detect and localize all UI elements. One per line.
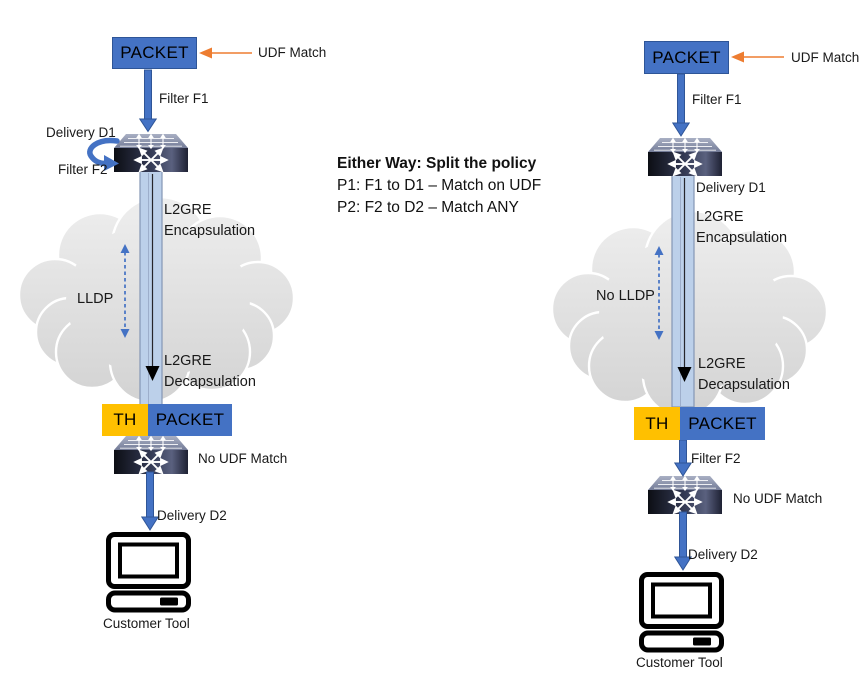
- decapsulation-label: L2GRE Decapsulation: [698, 356, 790, 393]
- filter-f1-arrow-right: [671, 73, 691, 137]
- network-switch-icon: [114, 436, 188, 475]
- packet-box: PACKET: [644, 41, 729, 74]
- th-header-box: TH: [634, 407, 680, 440]
- policy-note: Either Way: Split the policy P1: F1 to D…: [337, 153, 541, 219]
- udf-match-arrow-right: [731, 51, 784, 63]
- no-lldp-label: No LLDP: [596, 288, 655, 304]
- loopback-arrow-left: [87, 137, 120, 171]
- lldp-label: LLDP: [77, 291, 114, 307]
- customer-tool-label: Customer Tool: [103, 616, 190, 631]
- no-udf-match-label: No UDF Match: [198, 451, 288, 466]
- network-switch-icon: [648, 138, 722, 177]
- policy-note-line-p1: P1: F1 to D1 – Match on UDF: [337, 177, 542, 194]
- tunnel-pipe-right: [671, 174, 695, 408]
- delivery-d1-label: Delivery D1: [696, 180, 766, 195]
- delivery-d2-label: Delivery D2: [157, 508, 227, 523]
- udf-match-arrow-left: [199, 47, 252, 59]
- computer-icon: [109, 535, 189, 611]
- filter-f2-label: Filter F2: [58, 162, 108, 177]
- delivery-d2-arrow-left: [140, 471, 160, 531]
- lldp-dashed-arrow-left: [120, 244, 130, 338]
- policy-note-line-p2: P2: F2 to D2 – Match ANY: [337, 199, 519, 216]
- no-udf-match-label: No UDF Match: [733, 491, 823, 506]
- filter-f1-arrow-left: [138, 69, 158, 133]
- th-header-box: TH: [102, 404, 148, 436]
- udf-match-label: UDF Match: [258, 45, 327, 60]
- computer-icon: [642, 575, 722, 651]
- filter-f1-label: Filter F1: [692, 92, 742, 107]
- encapsulation-label: L2GRE Encapsulation: [164, 202, 256, 239]
- decapsulation-label: L2GRE Decapsulation: [164, 353, 256, 390]
- network-switch-icon: [114, 134, 188, 173]
- udf-match-label: UDF Match: [791, 50, 860, 65]
- filter-f2-arrow-right: [673, 439, 693, 477]
- delivery-d2-label: Delivery D2: [688, 547, 758, 562]
- filter-f1-label: Filter F1: [159, 91, 209, 106]
- customer-tool-label: Customer Tool: [636, 655, 723, 670]
- packet-box: PACKET: [112, 37, 197, 69]
- packet-box: PACKET: [680, 407, 765, 440]
- delivery-d1-label: Delivery D1: [46, 125, 116, 140]
- lldp-dashed-arrow-right: [654, 246, 664, 340]
- tunnel-pipe-left: [139, 170, 163, 406]
- encapsulation-label: L2GRE Encapsulation: [696, 209, 788, 246]
- policy-note-title: Either Way: Split the policy: [337, 155, 537, 172]
- packet-box: PACKET: [148, 404, 232, 436]
- network-switch-icon: [648, 476, 722, 515]
- delivery-d2-arrow-right: [673, 511, 693, 571]
- filter-f2-label: Filter F2: [691, 451, 741, 466]
